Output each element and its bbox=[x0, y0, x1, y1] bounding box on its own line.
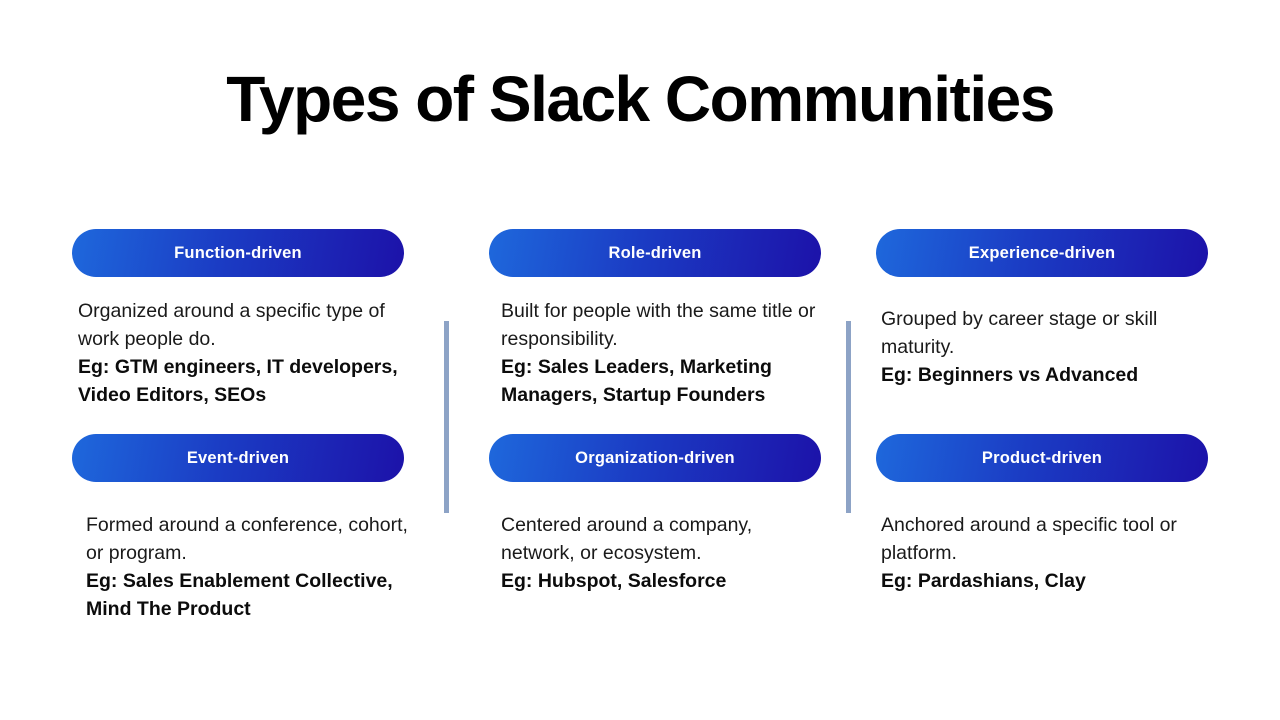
pill-function-driven: Function-driven bbox=[72, 229, 404, 277]
description-text: Organized around a specific type of work… bbox=[78, 300, 385, 350]
pill-experience-driven-label: Experience-driven bbox=[968, 243, 1116, 262]
card-function-driven-description: Organized around a specific type of work… bbox=[78, 297, 402, 409]
card-product-driven-description: Anchored around a specific tool or platf… bbox=[881, 511, 1205, 595]
column-divider-right bbox=[846, 321, 851, 513]
pill-organization-driven: Organization-driven bbox=[489, 434, 821, 482]
description-text: Formed around a conference, cohort, or p… bbox=[86, 514, 408, 564]
example-text: Eg: Pardashians, Clay bbox=[881, 570, 1086, 592]
description-text: Built for people with the same title or … bbox=[501, 300, 816, 350]
column-divider-left bbox=[444, 321, 449, 513]
page-title: Types of Slack Communities bbox=[226, 63, 1055, 135]
pill-organization-driven-label: Organization-driven bbox=[575, 448, 735, 467]
example-text: Eg: Beginners vs Advanced bbox=[881, 364, 1139, 386]
card-role-driven-description: Built for people with the same title or … bbox=[501, 297, 825, 409]
example-text: Eg: Sales Enablement Collective, Mind Th… bbox=[86, 570, 393, 620]
pill-product-driven-label: Product-driven bbox=[981, 448, 1103, 467]
pill-function-driven-label: Function-driven bbox=[174, 243, 302, 262]
card-organization-driven-description: Centered around a company, network, or e… bbox=[501, 511, 825, 595]
example-text: Eg: GTM engineers, IT developers, Video … bbox=[78, 356, 398, 406]
card-event-driven-description: Formed around a conference, cohort, or p… bbox=[86, 511, 410, 623]
pill-experience-driven: Experience-driven bbox=[876, 229, 1208, 277]
description-text: Anchored around a specific tool or platf… bbox=[881, 514, 1177, 564]
card-experience-driven-description: Grouped by career stage or skill maturit… bbox=[881, 305, 1205, 389]
pill-product-driven: Product-driven bbox=[876, 434, 1208, 482]
pill-role-driven-label: Role-driven bbox=[608, 243, 702, 262]
pill-role-driven: Role-driven bbox=[489, 229, 821, 277]
description-text: Grouped by career stage or skill maturit… bbox=[881, 308, 1158, 358]
pill-event-driven-label: Event-driven bbox=[186, 448, 290, 467]
example-text: Eg: Hubspot, Salesforce bbox=[501, 570, 727, 592]
example-text: Eg: Sales Leaders, Marketing Managers, S… bbox=[501, 356, 772, 406]
pill-event-driven: Event-driven bbox=[72, 434, 404, 482]
description-text: Centered around a company, network, or e… bbox=[501, 514, 753, 564]
